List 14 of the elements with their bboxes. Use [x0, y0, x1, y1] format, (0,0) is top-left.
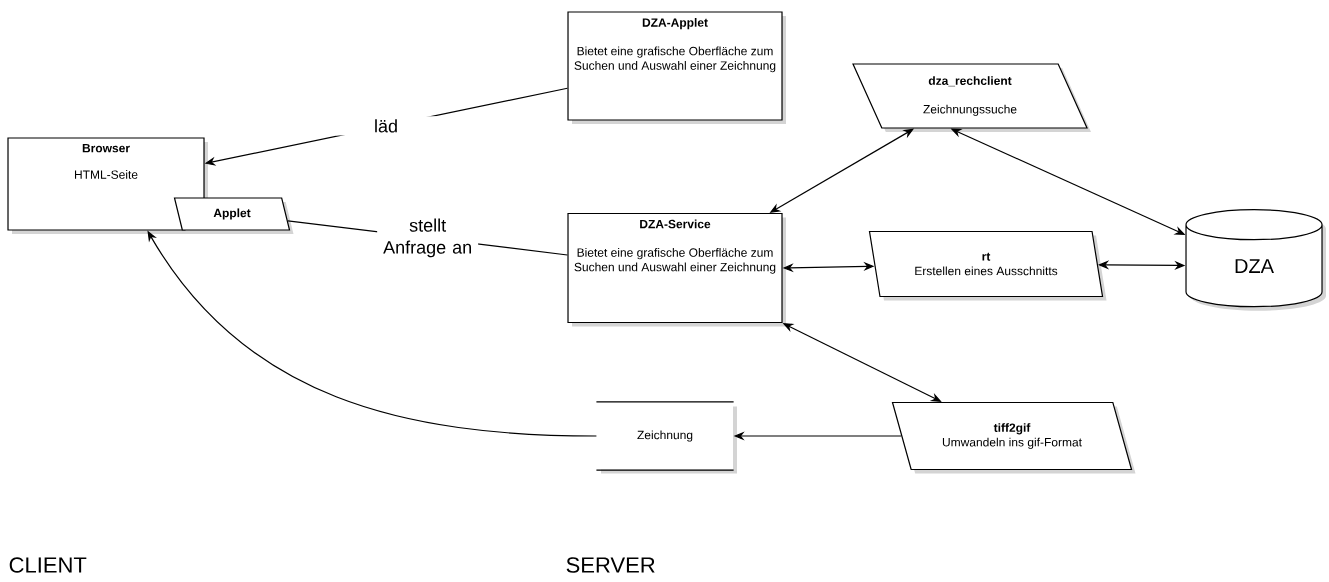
edge-label: stellt Anfrage an: [377, 215, 479, 261]
process-parallelogram: dza_rechclient Zeichnungssuche: [852, 63, 1091, 132]
region-label: SERVER: [566, 557, 655, 573]
database-cylinder: DZA: [1185, 209, 1326, 311]
browser-box: Browser HTML-Seite: [7, 137, 208, 234]
component-box: DZA-Service Bietet eine grafische Oberfläche zum Suchen und Auswahl einer Zeichnung: [567, 212, 786, 327]
document-box: Zeichnung: [595, 401, 737, 474]
applet-parallelogram: Applet: [173, 197, 294, 234]
node-label: Zeichnung: [637, 430, 693, 442]
process-parallelogram: tiff2gif Umwandeln ins gif-Format: [891, 401, 1136, 474]
region-label: CLIENT: [9, 557, 87, 573]
edge-label: läd: [335, 116, 437, 136]
component-box: DZA-Applet Bietet eine grafische Oberfläche zum Suchen und Auswahl einer Zeichnung: [567, 11, 786, 124]
process-parallelogram: rt Erstellen eines Ausschnitts: [868, 230, 1107, 301]
